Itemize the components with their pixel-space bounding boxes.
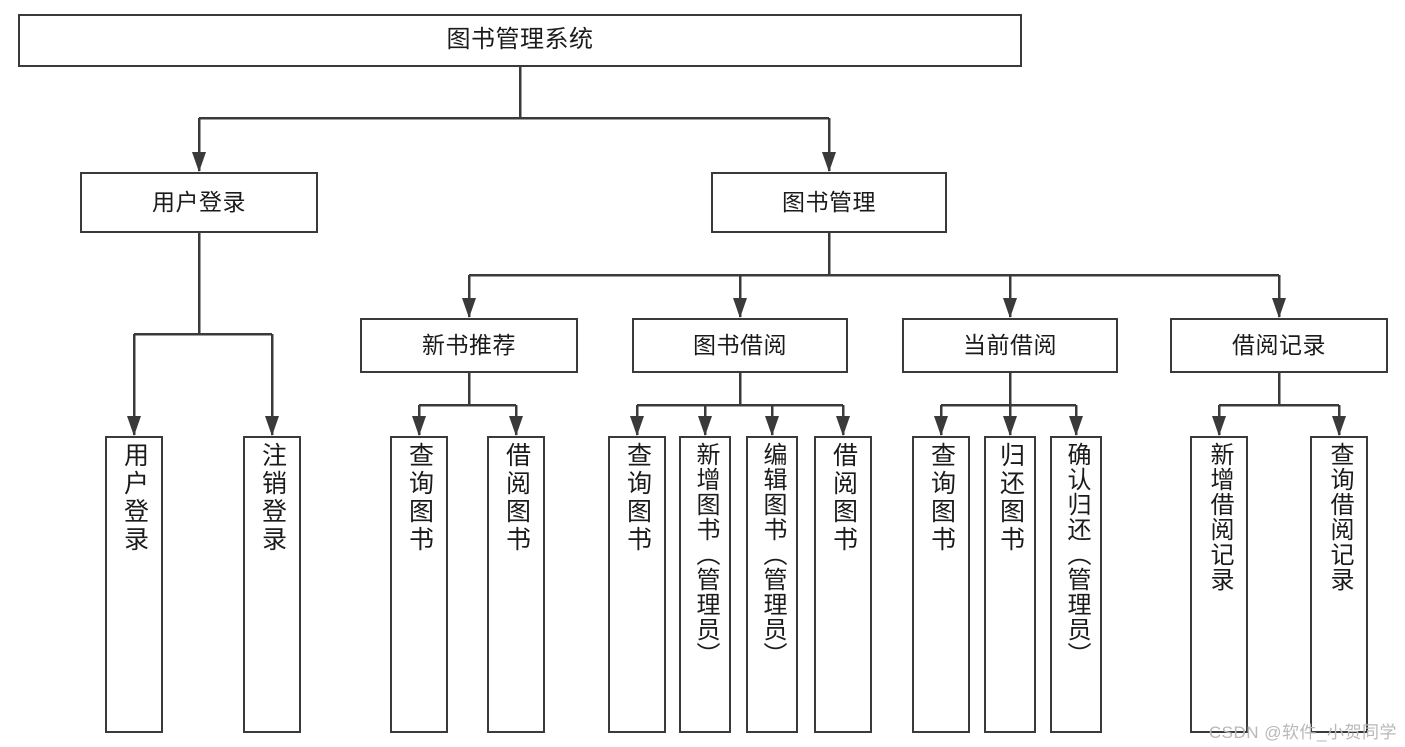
node-label: 查询借阅记录	[1326, 442, 1353, 592]
node-leaf-cb-confirm[interactable]: 确认归还（管理员）	[1050, 436, 1102, 733]
node-label: 查询图书	[927, 442, 956, 554]
node-label: 归还图书	[996, 442, 1025, 554]
node-book-borrow[interactable]: 图书借阅	[632, 318, 848, 373]
node-leaf-bb-edit[interactable]: 编辑图书（管理员）	[746, 436, 798, 733]
node-leaf-br-query[interactable]: 查询借阅记录	[1310, 436, 1368, 733]
node-label: 新书推荐	[422, 331, 516, 358]
node-label: 用户登录	[120, 442, 149, 554]
node-label: 查询图书	[623, 442, 652, 554]
node-leaf-rec-borrow[interactable]: 借阅图书	[487, 436, 545, 733]
node-leaf-br-add[interactable]: 新增借阅记录	[1190, 436, 1248, 733]
node-label: 当前借阅	[963, 331, 1057, 358]
node-label: 查询图书	[405, 442, 434, 554]
node-label: 借阅图书	[502, 442, 531, 554]
node-label: 新增图书（管理员）	[692, 442, 719, 667]
node-label: 借阅图书	[829, 442, 858, 554]
node-label: 确认归还（管理员）	[1063, 442, 1090, 667]
node-current-borrow[interactable]: 当前借阅	[902, 318, 1118, 373]
node-leaf-bb-query[interactable]: 查询图书	[608, 436, 666, 733]
node-leaf-user-login[interactable]: 用户登录	[105, 436, 163, 733]
node-label: 图书管理	[782, 188, 876, 215]
watermark-label: CSDN @软件_小贺同学	[1208, 723, 1397, 742]
node-label: 图书管理系统	[446, 26, 594, 54]
node-book-admin[interactable]: 图书管理	[711, 172, 947, 233]
node-label: 用户登录	[152, 188, 246, 215]
node-borrow-record[interactable]: 借阅记录	[1170, 318, 1388, 373]
node-label: 注销登录	[258, 442, 287, 554]
node-label: 新增借阅记录	[1206, 442, 1233, 592]
node-label: 借阅记录	[1232, 331, 1326, 358]
node-label: 编辑图书（管理员）	[759, 442, 786, 667]
node-leaf-rec-query[interactable]: 查询图书	[390, 436, 448, 733]
node-leaf-bb-add[interactable]: 新增图书（管理员）	[679, 436, 731, 733]
node-label: 图书借阅	[693, 331, 787, 358]
node-leaf-cb-query[interactable]: 查询图书	[912, 436, 970, 733]
node-user-login[interactable]: 用户登录	[80, 172, 318, 233]
node-leaf-logout[interactable]: 注销登录	[243, 436, 301, 733]
node-root[interactable]: 图书管理系统	[18, 14, 1022, 67]
node-new-book-rec[interactable]: 新书推荐	[360, 318, 578, 373]
node-leaf-cb-return[interactable]: 归还图书	[984, 436, 1036, 733]
node-leaf-bb-borrow[interactable]: 借阅图书	[814, 436, 872, 733]
